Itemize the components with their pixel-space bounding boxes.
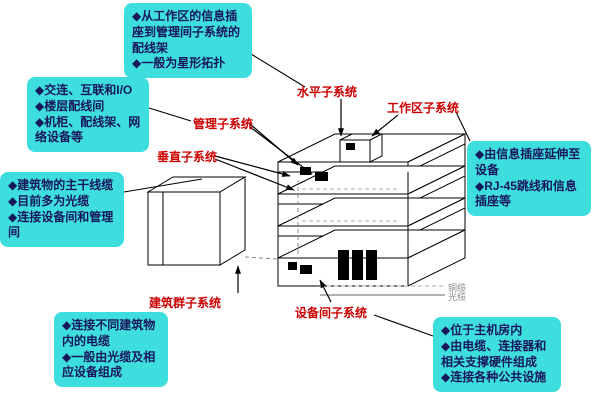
callout-vertical-subsystem: ◆建筑物的主干线缆 ◆目前多为光缆 ◆连接设备间和管理间 — [0, 172, 124, 248]
callout-item: ◆RJ-45跳线和信息插座等 — [475, 178, 577, 209]
legend-fiber-label: 光缆 — [448, 292, 467, 302]
arrow-workarea — [371, 114, 399, 137]
label-vertical-subsystem: 垂直子系统 — [157, 150, 218, 164]
callout-item: ◆目前多为光缆 — [8, 193, 90, 208]
callout-item: ◆连接各种公共设施 — [441, 370, 547, 385]
label-equipment-room-subsystem: 设备间子系统 — [295, 306, 368, 320]
legend-copper-label: 铜缆 — [448, 283, 467, 293]
callout-item: ◆连接设备间和管理间 — [8, 209, 114, 240]
campus-link-cable — [244, 256, 279, 260]
arrow-vertical-2 — [214, 158, 295, 191]
callout-item: ◆由信息插座延伸至设备 — [475, 147, 581, 177]
arrow-equipment-room — [319, 279, 332, 303]
cables — [244, 180, 445, 296]
label-horizontal-subsystem: 水平子系统 — [297, 85, 358, 99]
left-building — [146, 176, 247, 266]
callout-item: ◆交连、互联和I/O — [35, 83, 133, 97]
callout-horizontal-subsystem: ◆从工作区的信息插座到管理间子系统的配线架 ◆一般为星形拓扑 — [124, 3, 252, 79]
equipment-room-devices — [288, 250, 377, 280]
callout-item: ◆连接不同建筑物内的电缆 — [62, 318, 156, 348]
callout-item: ◆机柜、配线架、网络设备等 — [35, 114, 141, 145]
label-management-subsystem: 管理子系统 — [193, 117, 254, 131]
info-outlet-device — [346, 143, 355, 150]
callout-management-subsystem: ◆交连、互联和I/O ◆楼层配线间 ◆机柜、配线架、网络设备等 — [27, 77, 149, 153]
callout-workarea-subsystem: ◆由信息插座延伸至设备 ◆RJ-45跳线和信息插座等 — [467, 141, 591, 217]
pointer-arrows — [214, 99, 399, 303]
label-workarea-subsystem: 工作区子系统 — [387, 101, 460, 115]
callout-item: ◆一般为星形拓扑 — [132, 56, 226, 71]
callout-item: ◆位于主机房内 — [441, 323, 523, 337]
arrow-vertical-1 — [214, 155, 291, 177]
callout-item: ◆由电缆、连接器和相关支撑硬件组成 — [441, 338, 547, 369]
callout-campus-subsystem: ◆连接不同建筑物内的电缆 ◆一般由光缆及相应设备组成 — [54, 312, 168, 388]
callout-item: ◆楼层配线间 — [35, 98, 105, 113]
leader-lines — [123, 53, 471, 337]
label-campus-subsystem: 建筑群子系统 — [149, 296, 222, 310]
callout-item: ◆建筑物的主干线缆 — [8, 178, 114, 192]
rooftop-workarea-box — [339, 133, 383, 163]
callout-item: ◆一般由光缆及相应设备组成 — [62, 349, 156, 380]
arrow-management-2 — [249, 126, 313, 175]
callout-equipment-room-subsystem: ◆位于主机房内 ◆由电缆、连接器和相关支撑硬件组成 ◆连接各种公共设施 — [433, 317, 561, 393]
callout-item: ◆从工作区的信息插座到管理间子系统的配线架 — [132, 9, 241, 55]
